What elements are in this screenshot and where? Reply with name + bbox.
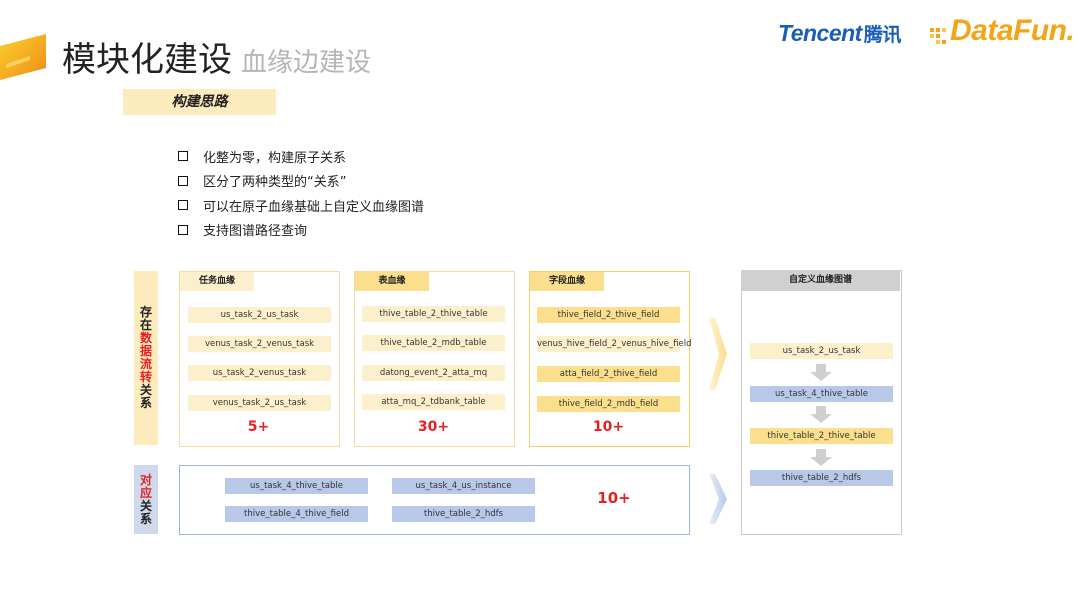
custom-graph-panel <box>741 270 902 535</box>
side-label-char: 对 <box>139 472 152 487</box>
custom-graph-title: 自定义血缘图谱 <box>741 270 900 291</box>
side-label-char: 关 <box>139 498 152 513</box>
chevron-right-icon <box>709 318 727 390</box>
page-title: 模块化建设 <box>62 40 232 80</box>
bullet-text: 可以在原子血缘基础上自定义血缘图谱 <box>203 199 425 215</box>
side-label-char: 转 <box>139 370 152 384</box>
field-lineage-item: venus_hive_field_2_venus_hive_field <box>537 336 692 352</box>
custom-graph-node: thive_table_2_thive_table <box>750 428 893 444</box>
datafun-dots-icon <box>930 28 946 44</box>
mapping-relation-panel <box>179 465 690 535</box>
corner-decoration-icon <box>0 34 46 80</box>
idea-box <box>123 89 276 115</box>
custom-graph-node: us_task_2_us_task <box>750 343 893 359</box>
bullet-text: 化整为零，构建原子关系 <box>203 150 347 166</box>
field-lineage-tab: 字段血缘 <box>530 272 604 291</box>
arrow-down-icon <box>810 449 832 466</box>
custom-graph-node: thive_table_2_hdfs <box>750 470 893 486</box>
tencent-logo-cn: 腾讯 <box>863 25 902 46</box>
mapping-relation-item: us_task_4_thive_table <box>225 478 368 494</box>
bullet-item: 区分了两种类型的“关系” <box>178 169 424 194</box>
task-lineage-item: venus_task_2_us_task <box>188 395 331 411</box>
bullet-item: 支持图谱路径查询 <box>178 218 424 243</box>
mapping-relation-item: thive_table_4_thive_field <box>225 506 368 522</box>
task-lineage-item: venus_task_2_venus_task <box>188 336 331 352</box>
square-bullet-icon <box>178 175 188 186</box>
side-label-char: 存 <box>139 305 152 319</box>
side-label-char: 数 <box>139 331 152 345</box>
arrow-down-icon <box>810 364 832 381</box>
task-lineage-count: 5+ <box>247 419 270 435</box>
mapping-relation-count: 10+ <box>597 489 631 507</box>
table-lineage-item: thive_table_2_thive_table <box>362 306 505 322</box>
side-label-char: 据 <box>139 344 152 358</box>
idea-label: 构建思路 <box>171 94 228 110</box>
table-lineage-item: atta_mq_2_tdbank_table <box>362 394 505 410</box>
field-lineage-count: 10+ <box>592 419 625 435</box>
side-label-char: 系 <box>139 511 152 526</box>
chevron-right-icon <box>709 474 727 524</box>
field-lineage-panel <box>529 271 690 447</box>
arrow-down-icon <box>810 406 832 423</box>
page-subtitle: 血缘边建设 <box>241 48 372 78</box>
side-label-data-flow: 存在数据流转关系 <box>134 271 158 445</box>
task-lineage-item: us_task_2_venus_task <box>188 365 331 381</box>
side-label-char: 流 <box>139 357 152 371</box>
bullet-item: 可以在原子血缘基础上自定义血缘图谱 <box>178 193 424 218</box>
task-lineage-tab: 任务血缘 <box>180 272 254 291</box>
tencent-logo-en: Tencent <box>778 20 862 46</box>
mapping-relation-item: us_task_4_us_instance <box>392 478 535 494</box>
mapping-relation-item: thive_table_2_hdfs <box>392 506 535 522</box>
task-lineage-panel <box>179 271 340 447</box>
table-lineage-item: datong_event_2_atta_mq <box>362 365 505 381</box>
table-lineage-tab: 表血缘 <box>355 272 429 291</box>
table-lineage-panel <box>354 271 515 447</box>
bullet-text: 区分了两种类型的“关系” <box>203 175 347 191</box>
field-lineage-item: atta_field_2_thive_field <box>537 366 680 382</box>
datafun-logo: DataFun. <box>928 14 1075 52</box>
square-bullet-icon <box>178 151 188 162</box>
side-label-char: 应 <box>139 485 152 500</box>
bullet-text: 支持图谱路径查询 <box>203 224 308 240</box>
side-label-char: 关 <box>139 383 152 397</box>
square-bullet-icon <box>178 200 188 211</box>
field-lineage-item: thive_field_2_mdb_field <box>537 396 680 412</box>
datafun-logo-text: DataFun. <box>950 14 1075 47</box>
side-label-mapping: 对应关系 <box>134 465 158 534</box>
field-lineage-item: thive_field_2_thive_field <box>537 307 680 323</box>
task-lineage-item: us_task_2_us_task <box>188 307 331 323</box>
side-label-char: 在 <box>139 318 152 332</box>
table-lineage-item: thive_table_2_mdb_table <box>362 335 505 351</box>
custom-graph-node: us_task_4_thive_table <box>750 386 893 402</box>
square-bullet-icon <box>178 224 188 235</box>
side-label-char: 系 <box>139 396 152 410</box>
table-lineage-count: 30+ <box>417 419 450 435</box>
bullet-item: 化整为零，构建原子关系 <box>178 144 424 169</box>
bullet-list: 化整为零，构建原子关系 区分了两种类型的“关系” 可以在原子血缘基础上自定义血缘… <box>178 144 424 242</box>
